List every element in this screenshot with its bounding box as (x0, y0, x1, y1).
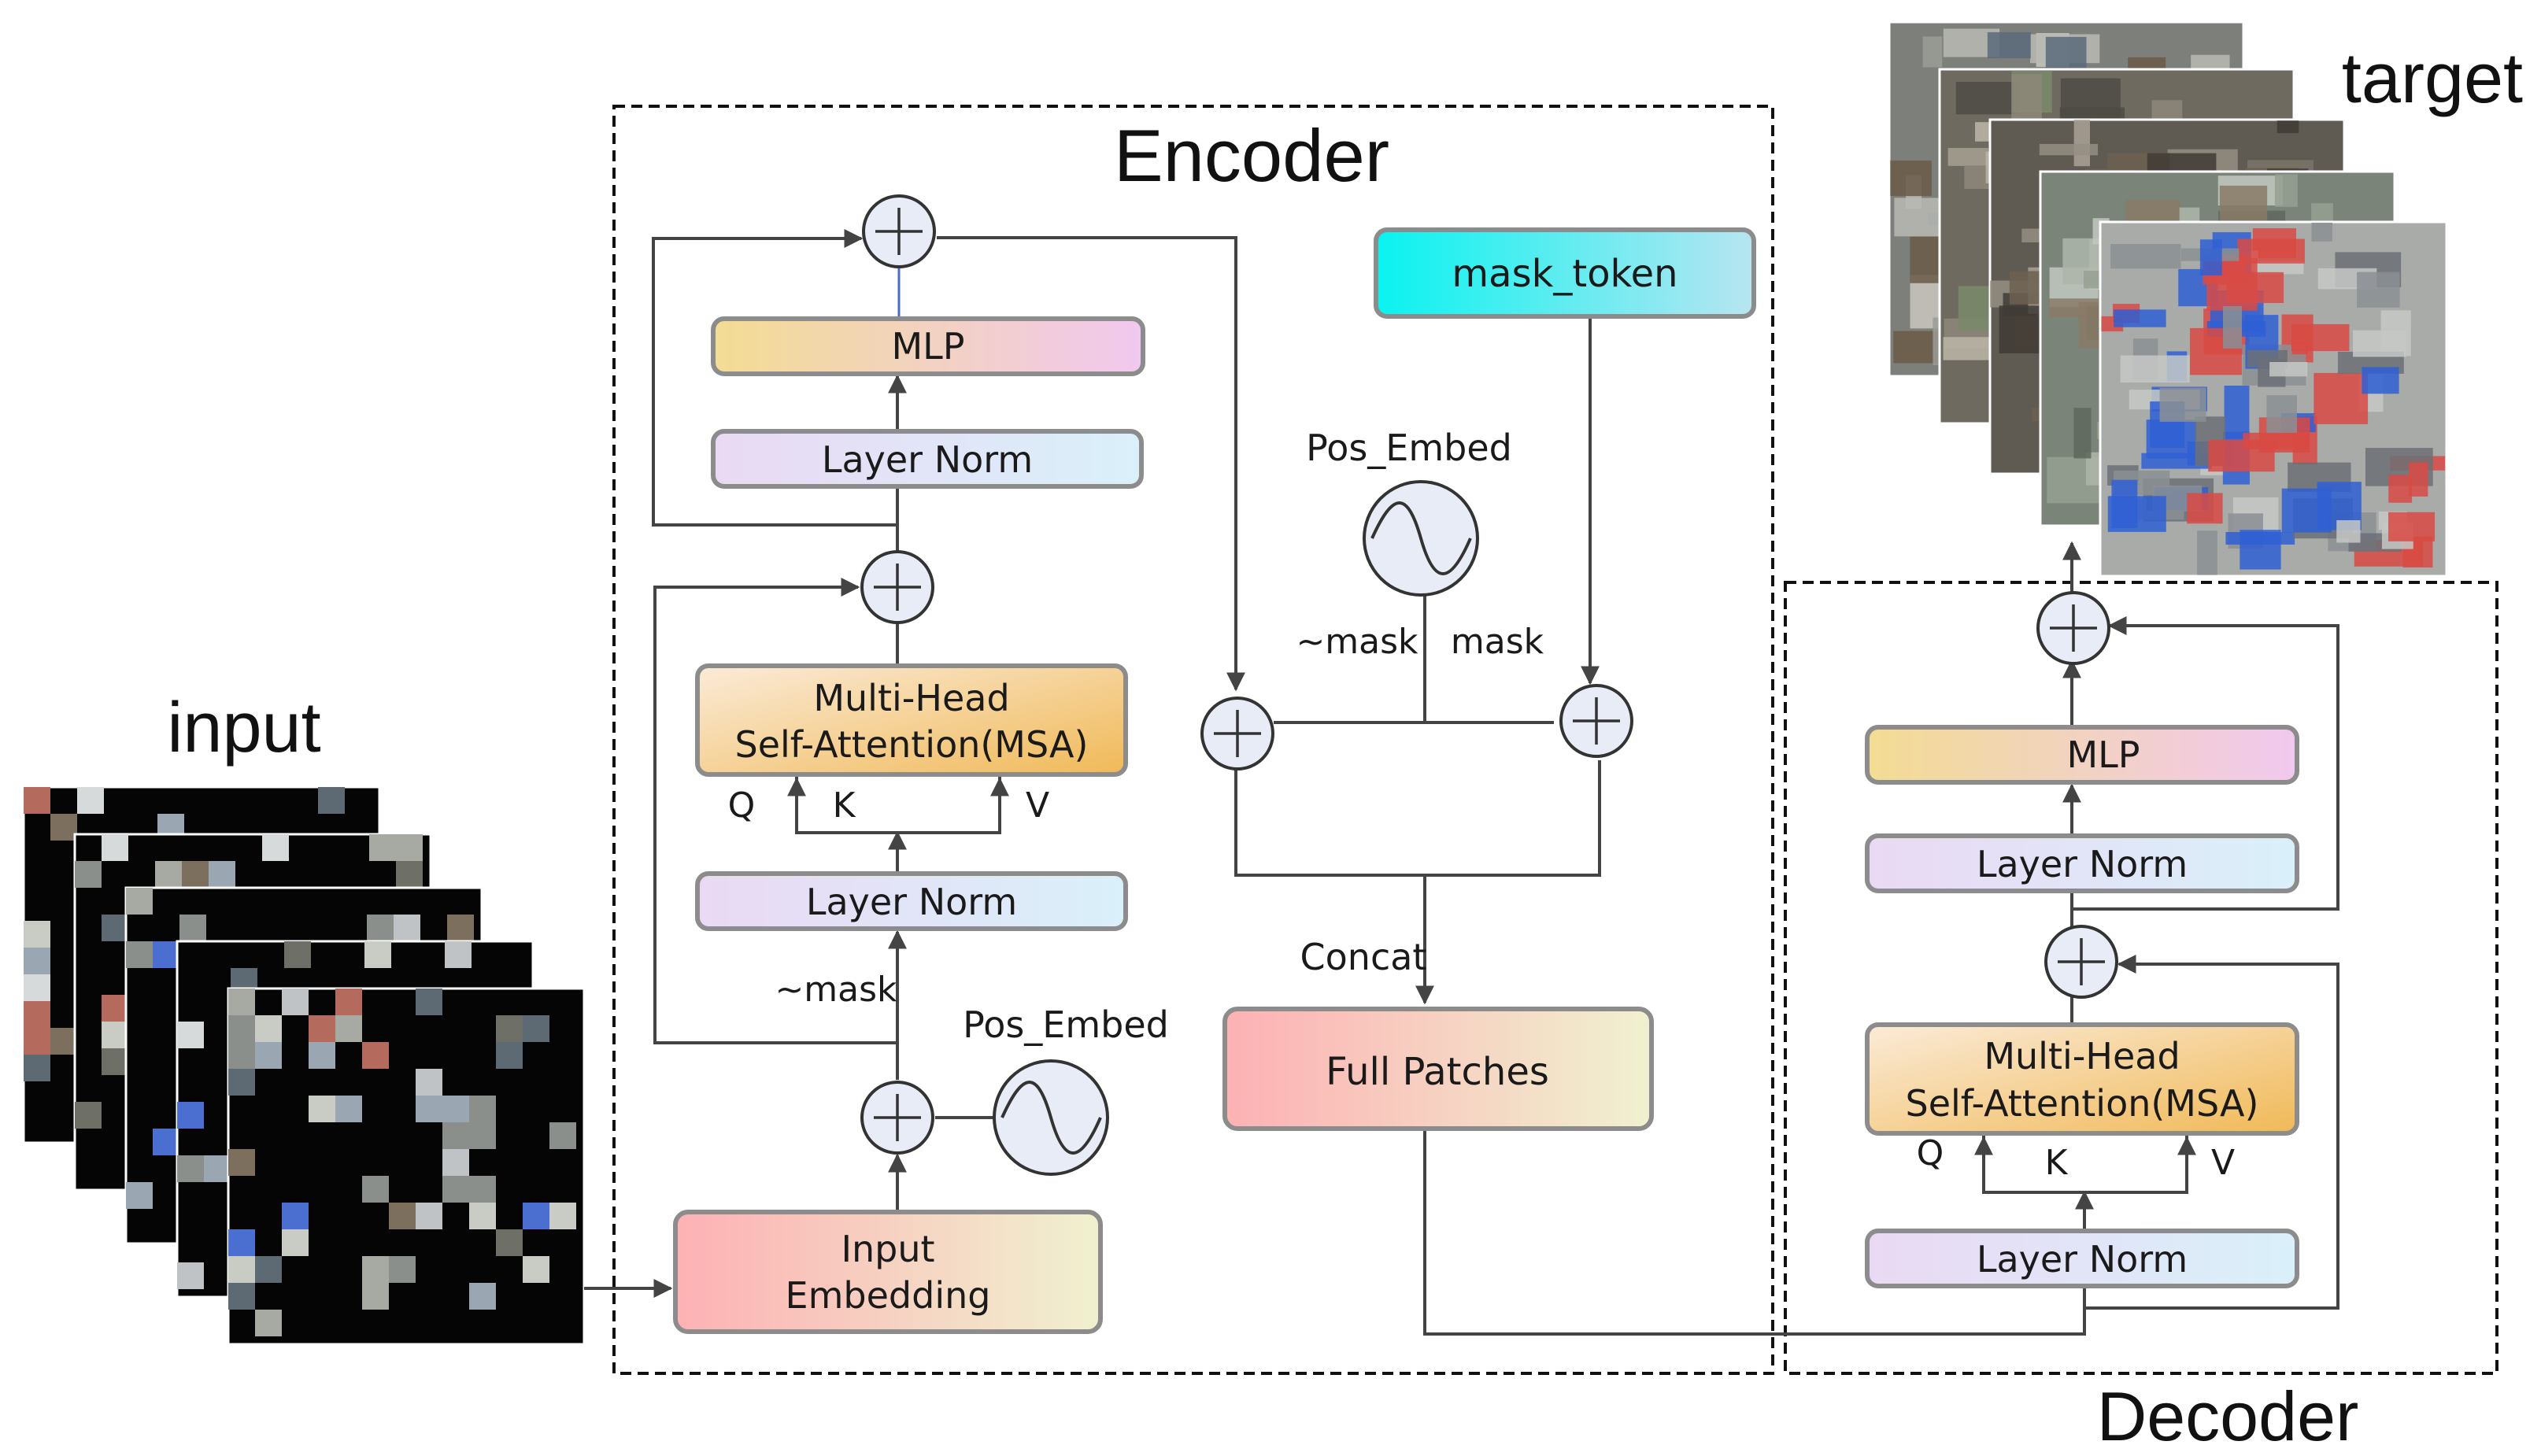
decoder-msa-line2: Self-Attention(MSA) (1906, 1082, 2259, 1125)
decoder-mlp-block: MLP (1865, 725, 2299, 785)
middle-mask-label: mask (1451, 622, 1544, 662)
decoder-add-node-middle (2044, 925, 2118, 999)
encoder-pos-embed-wave-icon (993, 1059, 1109, 1176)
encoder-add-node-top (862, 194, 936, 268)
middle-pos-embed-label: Pos_Embed (1306, 427, 1512, 469)
decoder-msa-line1: Multi-Head (1984, 1035, 2180, 1077)
mask-token-label: mask_token (1452, 252, 1677, 296)
encoder-input-embedding: Input Embedding (673, 1210, 1103, 1334)
decoder-msa-block: Multi-Head Self-Attention(MSA) (1865, 1022, 2299, 1136)
middle-pos-embed-wave-icon (1363, 480, 1479, 597)
encoder-pos-embed-label: Pos_Embed (963, 1003, 1169, 1046)
encoder-layernorm-top: Layer Norm (711, 429, 1144, 489)
decoder-layernorm-bottom: Layer Norm (1865, 1229, 2299, 1288)
decoder-residual-2 (2072, 616, 2339, 911)
encoder-add-node-bottom (860, 1081, 934, 1155)
middle-add-node-left (1200, 697, 1274, 770)
encoder-msa-block: Multi-Head Self-Attention(MSA) (695, 663, 1128, 777)
decoder-frame (1784, 581, 2498, 1375)
middle-add-node-right (1559, 684, 1633, 758)
encoder-add-node-middle (860, 550, 934, 624)
encoder-v-label: V (1026, 785, 1049, 826)
encoder-residual-1 (653, 578, 897, 1044)
encoder-mlp-label: MLP (891, 325, 964, 368)
encoder-k-label: K (833, 785, 856, 826)
decoder-layernorm-top: Layer Norm (1865, 833, 2299, 893)
encoder-layernorm-bottom: Layer Norm (695, 871, 1128, 931)
encoder-q-label: Q (728, 785, 756, 826)
encoder-residual-2 (652, 229, 897, 527)
target-label: target (2342, 39, 2523, 118)
decoder-v-label: V (2211, 1143, 2235, 1183)
encoder-label: Encoder (1114, 114, 1389, 197)
decoder-mlp-label: MLP (2066, 734, 2140, 776)
full-patches-block: Full Patches (1222, 1007, 1654, 1131)
decoder-q-label: Q (1917, 1133, 1944, 1173)
encoder-layernorm-bottom-label: Layer Norm (806, 881, 1017, 923)
input-image-stack (22, 785, 586, 1346)
input-label: input (167, 689, 320, 767)
decoder-add-node-top (2036, 591, 2110, 665)
encoder-msa-line2: Self-Attention(MSA) (735, 723, 1089, 766)
middle-not-mask-label: ~mask (1296, 622, 1418, 662)
target-image-stack (1888, 20, 2448, 578)
decoder-label: Decoder (2097, 1377, 2359, 1455)
input-embedding-line2: Embedding (786, 1274, 991, 1317)
encoder-mlp-block: MLP (711, 316, 1145, 376)
decoder-k-label: K (2045, 1143, 2069, 1183)
full-patches-label: Full Patches (1326, 1050, 1549, 1094)
encoder-layernorm-top-label: Layer Norm (822, 438, 1033, 481)
encoder-msa-line1: Multi-Head (813, 677, 1009, 719)
input-embedding-line1: Input (841, 1228, 934, 1270)
encoder-not-mask-label: ~mask (775, 970, 897, 1010)
decoder-layernorm-top-label: Layer Norm (1977, 843, 2188, 885)
decoder-residual-1 (2084, 955, 2339, 1310)
qkv-split-lines (795, 775, 1001, 834)
dec-qkv-split (1982, 1133, 2188, 1194)
concat-label: Concat (1300, 936, 1427, 978)
decoder-layernorm-bottom-label: Layer Norm (1977, 1238, 2188, 1280)
encoder-output-arrow (937, 236, 1245, 692)
encoder-frame (612, 105, 1774, 1375)
mask-token-block: mask_token (1374, 227, 1756, 319)
concat-lines (1234, 760, 1601, 877)
